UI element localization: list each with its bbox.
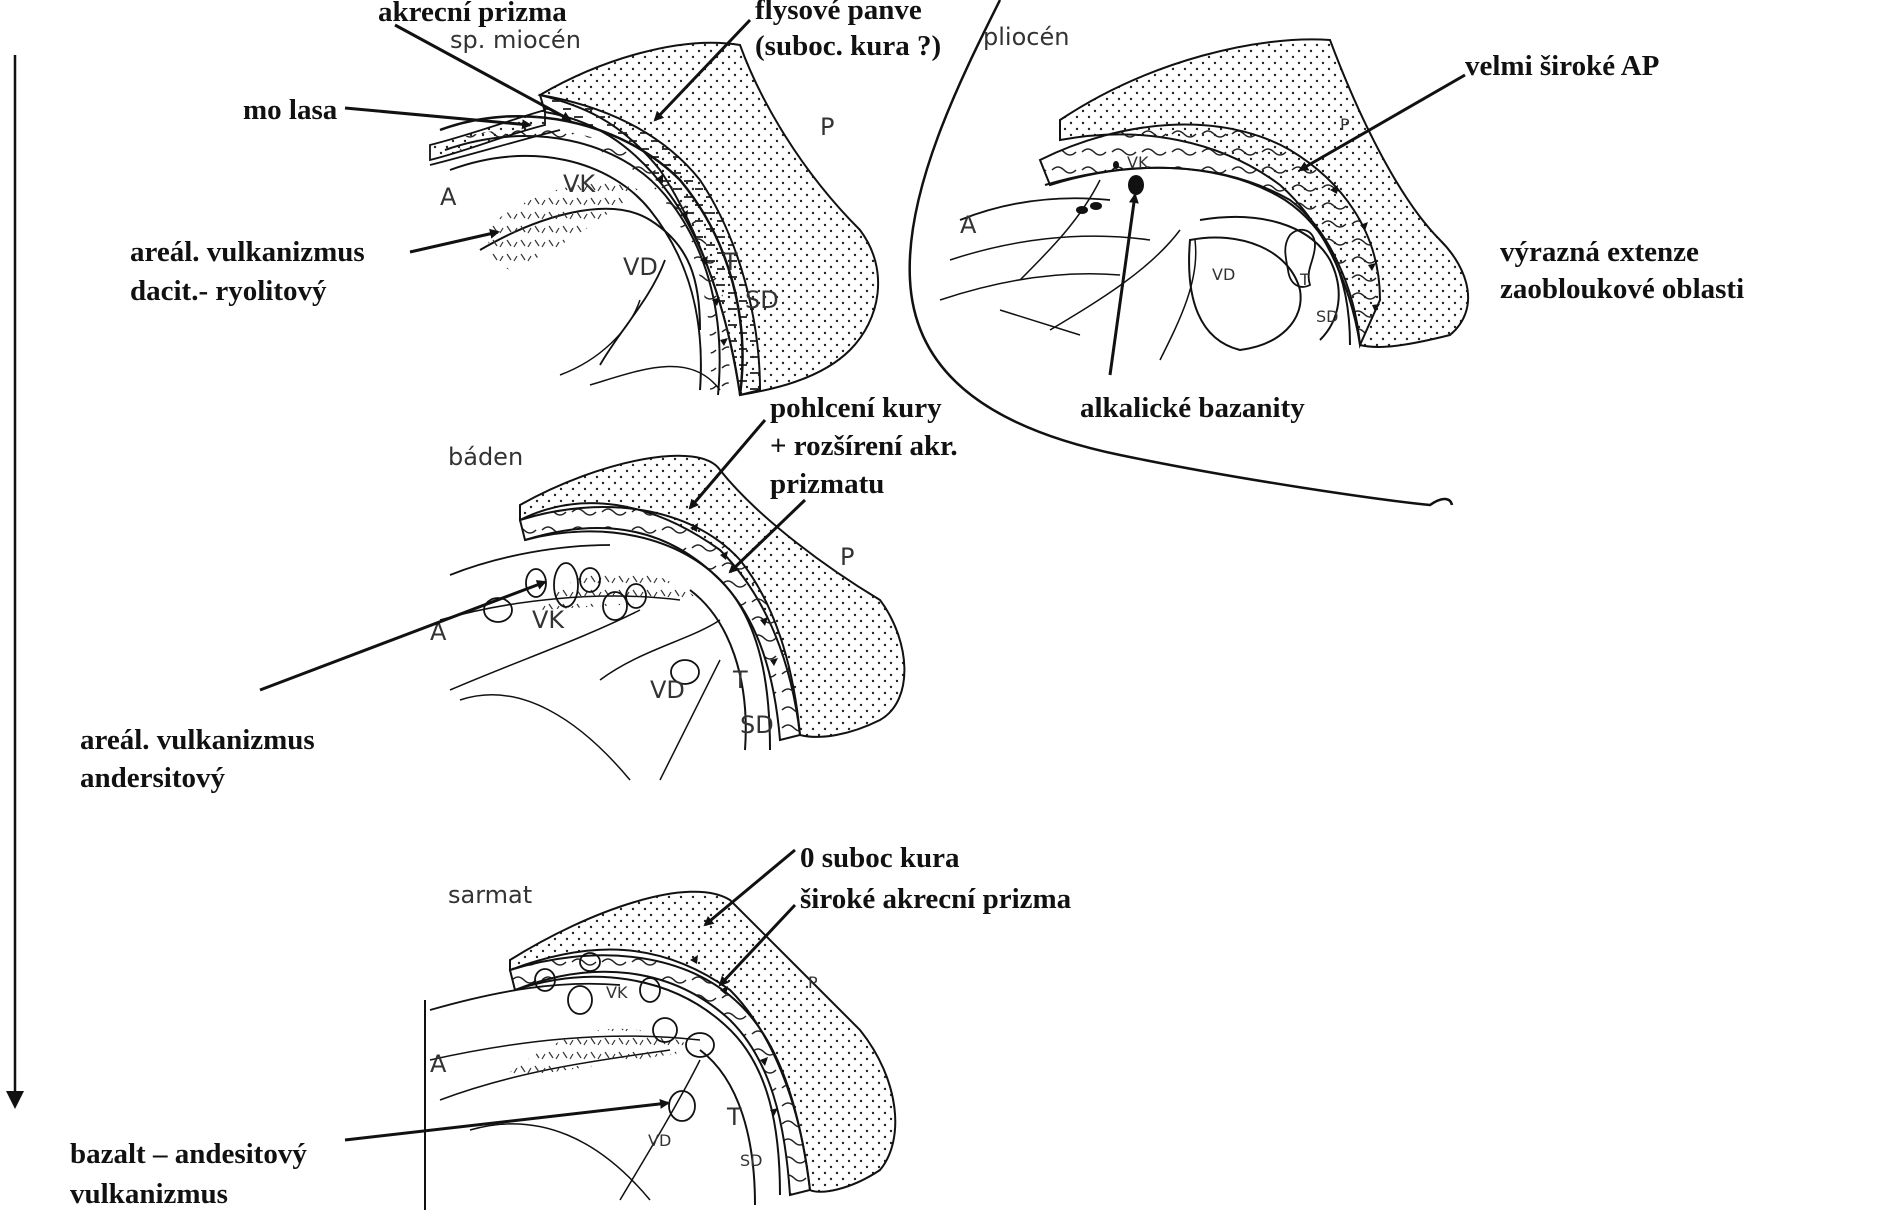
- map-label-a-pliocene: A: [960, 211, 977, 239]
- label-oceanic-crust: 0 suboc kura: [800, 840, 960, 876]
- panel-early-miocene-map: [430, 43, 878, 395]
- map-label-vd-pliocene: VD: [1212, 265, 1235, 284]
- label-basanites: alkalické bazanity: [1080, 390, 1305, 426]
- label-extension-2: zaobloukové oblasti: [1500, 271, 1744, 307]
- stage-label-pliocene: pliocén: [983, 23, 1069, 51]
- pointer-oceanic-crust: [705, 850, 795, 925]
- pointer-volcanism-badenian: [260, 582, 545, 690]
- pointer-volcanism-early: [410, 232, 498, 252]
- map-label-p-sarmatian: P: [808, 973, 818, 992]
- stage-label-early-miocene: sp. miocén: [450, 26, 581, 54]
- label-volcanism-badenian-2: andersitový: [80, 760, 225, 796]
- panel-sarmatian-map: [425, 892, 895, 1210]
- map-label-t-pliocene: T: [1299, 270, 1310, 289]
- map-label-sd-badenian: SD: [740, 711, 774, 739]
- map-label-vd-sarmatian: VD: [648, 1131, 671, 1150]
- label-volcanism-badenian-1: areál. vulkanizmus: [80, 722, 315, 758]
- label-flysch-basins: flysové panve: [755, 0, 922, 28]
- label-crust-consumption-1: pohlcení kury: [770, 390, 942, 426]
- label-extension-1: výrazná extenze: [1500, 234, 1699, 270]
- pointer-volcanism-sarmatian: [345, 1103, 668, 1140]
- map-label-t: T: [722, 248, 738, 276]
- label-crust-consumption-2: + rozšírení akr.: [770, 428, 958, 464]
- label-molasse: mo lasa: [243, 92, 337, 128]
- panel-badenian-map: [440, 456, 904, 780]
- panel-pliocene-map: [940, 39, 1468, 360]
- map-label-vk: VK: [563, 170, 596, 198]
- label-crust-consumption-3: prizmatu: [770, 466, 884, 502]
- map-label-vd-badenian: VD: [650, 676, 685, 704]
- map-label-sd: SD: [745, 286, 779, 314]
- label-accretionary-prism: akrecní prizma: [378, 0, 567, 30]
- map-label-vk-sarmatian: VK: [606, 983, 628, 1002]
- map-label-t-badenian: T: [732, 666, 748, 694]
- map-label-a: A: [440, 183, 457, 211]
- label-volcanism-sarmatian-2: vulkanizmus: [70, 1176, 228, 1212]
- label-wide-ap: velmi široké AP: [1465, 48, 1659, 84]
- map-label-vk-badenian: VK: [532, 606, 565, 634]
- label-volcanism-early-1: areál. vulkanizmus: [130, 234, 365, 270]
- map-label-vk-pliocene: VK: [1127, 153, 1149, 172]
- map-label-t-sarmatian: T: [726, 1103, 742, 1131]
- map-label-sd-pliocene: SD: [1316, 307, 1338, 326]
- map-label-p-pliocene: P: [1340, 115, 1350, 134]
- map-label-sd-sarmatian: SD: [740, 1151, 762, 1170]
- label-volcanism-early-2: dacit.- ryolitový: [130, 273, 327, 309]
- map-label-p-badenian: P: [840, 543, 854, 571]
- stage-label-sarmatian: sarmat: [448, 881, 532, 909]
- map-label-vd: VD: [623, 253, 658, 281]
- label-flysch-crust: (suboc. kura ?): [755, 28, 941, 64]
- stage-label-badenian: báden: [448, 443, 523, 471]
- label-wide-prism: široké akrecní prizma: [800, 881, 1071, 917]
- label-volcanism-sarmatian-1: bazalt – andesitový: [70, 1136, 307, 1172]
- pointer-basanites: [1110, 195, 1135, 375]
- map-label-a-sarmatian: A: [430, 1050, 447, 1078]
- map-label-p: P: [820, 113, 834, 141]
